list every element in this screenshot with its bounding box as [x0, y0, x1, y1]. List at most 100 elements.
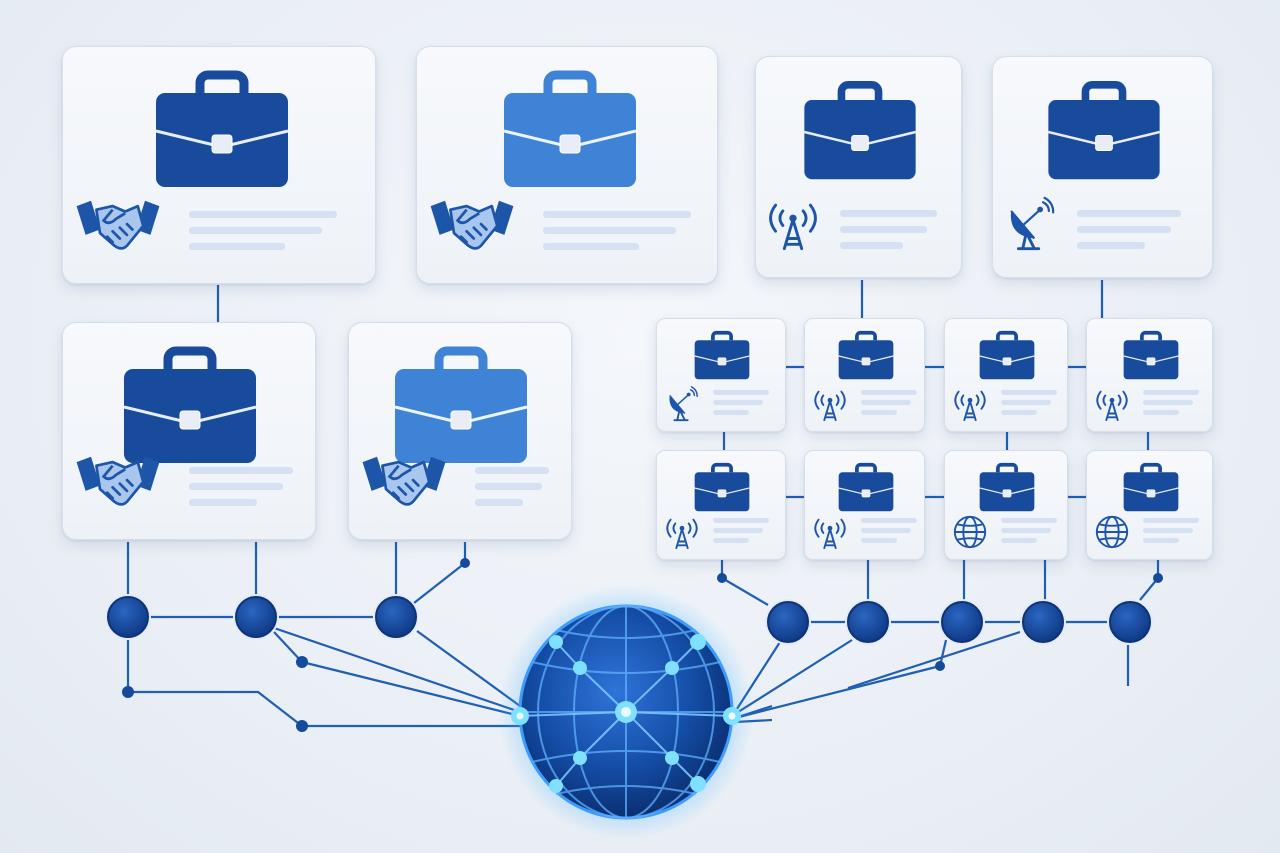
- text-placeholder-line: [840, 242, 904, 249]
- briefcase-icon-wrap: [837, 330, 895, 381]
- text-placeholder-line: [1143, 410, 1180, 415]
- antenna-icon: [1096, 390, 1128, 422]
- briefcase-icon-wrap: [1122, 330, 1180, 381]
- handshake-icon: [362, 456, 446, 506]
- briefcase-icon: [1123, 462, 1178, 512]
- text-placeholder-line: [713, 528, 764, 533]
- antenna-icon: [666, 518, 698, 550]
- text-placeholder-line: [189, 499, 257, 506]
- bus-node: [1107, 599, 1153, 645]
- text-placeholder-line: [861, 390, 917, 395]
- bus-node: [845, 599, 891, 645]
- card-badge-icon: [1093, 513, 1131, 551]
- briefcase-icon-wrap: [1122, 462, 1180, 513]
- service-card: [656, 318, 786, 432]
- briefcase-icon: [155, 70, 289, 187]
- text-placeholder-line: [1143, 528, 1194, 533]
- text-placeholder-line: [475, 499, 524, 506]
- briefcase-icon-wrap: [801, 81, 919, 183]
- briefcase-icon: [838, 462, 893, 512]
- briefcase-icon: [979, 462, 1035, 512]
- text-placeholder-line: [861, 528, 912, 533]
- service-card: [1086, 318, 1213, 432]
- service-card: [944, 450, 1068, 560]
- text-placeholder-line: [189, 243, 286, 250]
- text-placeholder-line: [713, 400, 764, 405]
- satellite-dish-icon: [669, 386, 698, 422]
- text-placeholder-line: [1143, 390, 1199, 395]
- text-placeholder-line: [475, 483, 542, 490]
- handshake-icon: [76, 200, 160, 250]
- globe-icon: [953, 515, 987, 549]
- bus-node: [939, 599, 985, 645]
- card-badge-icon: [427, 193, 517, 257]
- service-card: [62, 46, 376, 284]
- service-card: [804, 450, 925, 560]
- briefcase-icon-wrap: [693, 330, 751, 381]
- text-placeholder-line: [840, 210, 937, 217]
- card-badge-icon: [663, 385, 701, 423]
- antenna-icon: [769, 203, 817, 251]
- card-badge-icon: [663, 513, 701, 551]
- briefcase-icon-wrap: [1045, 81, 1163, 183]
- briefcase-icon: [1047, 81, 1160, 180]
- text-placeholder-line: [713, 538, 750, 543]
- service-card: [62, 322, 316, 540]
- text-placeholder-line: [1077, 242, 1145, 249]
- card-badge-icon: [73, 449, 163, 513]
- text-placeholder-line: [861, 518, 917, 523]
- text-placeholder-line: [1143, 538, 1180, 543]
- service-card: [804, 318, 925, 432]
- text-placeholder-line: [1001, 518, 1057, 523]
- service-card: [992, 56, 1213, 278]
- card-badge-icon: [811, 513, 849, 551]
- card-badge-icon: [73, 193, 163, 257]
- card-badge-icon: [951, 513, 989, 551]
- text-placeholder-line: [1001, 400, 1052, 405]
- bus-node: [105, 594, 151, 640]
- bus-nodes: [105, 594, 1153, 645]
- text-placeholder-line: [713, 410, 750, 415]
- text-placeholder-line: [1143, 400, 1194, 405]
- service-card: [348, 322, 572, 540]
- globe-icon: [1095, 515, 1129, 549]
- card-badge-icon: [951, 385, 989, 423]
- card-badge-icon: [359, 449, 449, 513]
- bus-node: [1020, 599, 1066, 645]
- text-placeholder-line: [1077, 210, 1181, 217]
- briefcase-icon-wrap: [837, 462, 895, 513]
- text-placeholder-line: [543, 243, 640, 250]
- briefcase-icon-wrap: [391, 346, 531, 467]
- network-globe-icon: [498, 584, 754, 840]
- text-placeholder-line: [1001, 528, 1052, 533]
- briefcase-icon: [503, 70, 637, 187]
- text-placeholder-line: [1001, 538, 1038, 543]
- briefcase-icon-wrap: [152, 70, 292, 191]
- text-placeholder-line: [189, 211, 337, 218]
- handshake-icon: [430, 200, 514, 250]
- service-card: [1086, 450, 1213, 560]
- briefcase-icon: [394, 346, 528, 463]
- bus-node: [765, 599, 811, 645]
- briefcase-icon-wrap: [978, 330, 1036, 381]
- text-placeholder-line: [475, 467, 549, 474]
- briefcase-icon: [803, 81, 916, 180]
- text-placeholder-line: [861, 410, 898, 415]
- text-placeholder-line: [713, 518, 769, 523]
- handshake-icon: [76, 456, 160, 506]
- text-placeholder-line: [189, 227, 323, 234]
- briefcase-icon-wrap: [978, 462, 1036, 513]
- service-card: [944, 318, 1068, 432]
- briefcase-icon: [123, 346, 257, 463]
- card-badge-icon: [811, 385, 849, 423]
- text-placeholder-line: [543, 227, 677, 234]
- satellite-dish-icon: [1010, 196, 1055, 251]
- briefcase-icon-wrap: [693, 462, 751, 513]
- text-placeholder-line: [1001, 410, 1038, 415]
- card-badge-icon: [1001, 195, 1059, 253]
- junction-dots: [122, 558, 1163, 732]
- briefcase-icon: [838, 330, 893, 380]
- card-badge-icon: [1093, 385, 1131, 423]
- bus-node: [373, 594, 419, 640]
